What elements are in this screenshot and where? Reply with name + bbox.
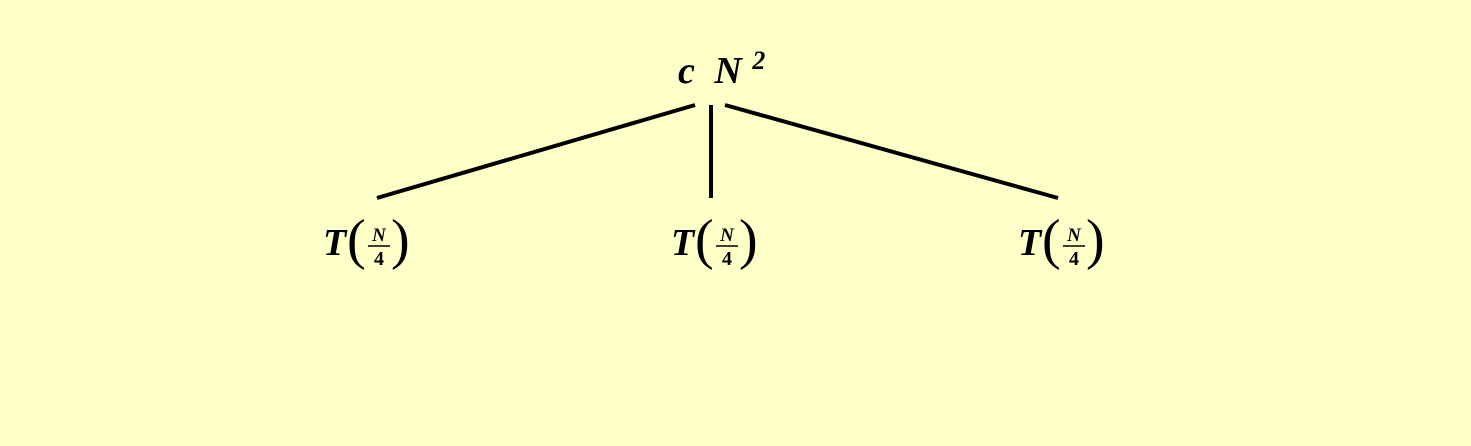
fraction-denominator: 4	[722, 248, 732, 270]
svg-text:c N 2: c N 2	[678, 46, 765, 92]
root-variable: N	[713, 50, 743, 92]
fraction-denominator: 4	[374, 248, 384, 270]
child-node-right: T ( N 4 )	[1018, 209, 1105, 271]
left-paren: (	[695, 209, 714, 271]
fraction-numerator: N	[1066, 225, 1082, 246]
edge-root-to-right-child	[724, 103, 1059, 200]
child-func: T	[671, 222, 696, 264]
child-node-middle: T ( N 4 )	[671, 209, 758, 271]
right-paren: )	[1086, 209, 1105, 271]
fraction-denominator: 4	[1069, 248, 1079, 270]
root-node: c N 2	[678, 46, 765, 92]
left-paren: (	[1042, 209, 1061, 271]
root-exponent: 2	[751, 46, 765, 75]
left-paren: (	[347, 209, 366, 271]
child-func: T	[323, 222, 348, 264]
right-paren: )	[391, 209, 410, 271]
right-paren: )	[739, 209, 758, 271]
edge-root-to-left-child	[376, 103, 696, 200]
child-func: T	[1018, 222, 1043, 264]
fraction-numerator: N	[719, 225, 735, 246]
fraction-numerator: N	[371, 225, 387, 246]
child-node-left: T ( N 4 )	[323, 209, 410, 271]
root-coefficient: c	[678, 50, 695, 92]
